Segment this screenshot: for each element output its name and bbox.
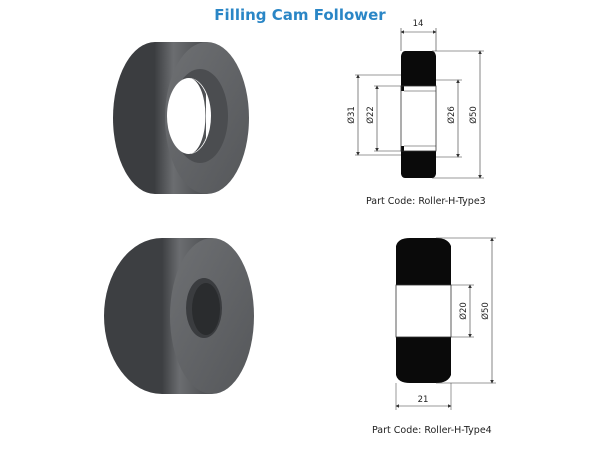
type3-flange-dia-dim: Ø31 bbox=[346, 106, 357, 124]
roller-type3-render bbox=[113, 42, 249, 194]
roller-type3-drawing: 14 Ø31 Ø22 Ø26 Ø50 bbox=[346, 19, 484, 179]
type4-width-dim: 21 bbox=[418, 395, 429, 405]
type3-shoulder-dia-dim: Ø26 bbox=[446, 106, 457, 124]
type3-bore-dia-dim: Ø22 bbox=[365, 106, 376, 124]
roller-type4-drawing: Ø20 Ø50 21 bbox=[395, 237, 496, 410]
part-code-type4: Part Code: Roller-H-Type4 bbox=[372, 425, 492, 436]
type3-outer-dia-dim: Ø50 bbox=[468, 106, 479, 124]
type4-outer-dia-dim: Ø50 bbox=[480, 302, 491, 320]
type3-width-dim: 14 bbox=[413, 19, 424, 29]
type3-bottom-section bbox=[401, 151, 436, 178]
type4-bottom-section bbox=[396, 337, 451, 383]
page-title: Filling Cam Follower bbox=[214, 6, 386, 24]
type4-top-section bbox=[396, 238, 451, 285]
type3-top-section bbox=[401, 51, 436, 86]
part-code-type3: Part Code: Roller-H-Type3 bbox=[366, 196, 486, 207]
type4-bore-dia-dim: Ø20 bbox=[458, 302, 469, 320]
roller-type4-render bbox=[104, 238, 254, 394]
